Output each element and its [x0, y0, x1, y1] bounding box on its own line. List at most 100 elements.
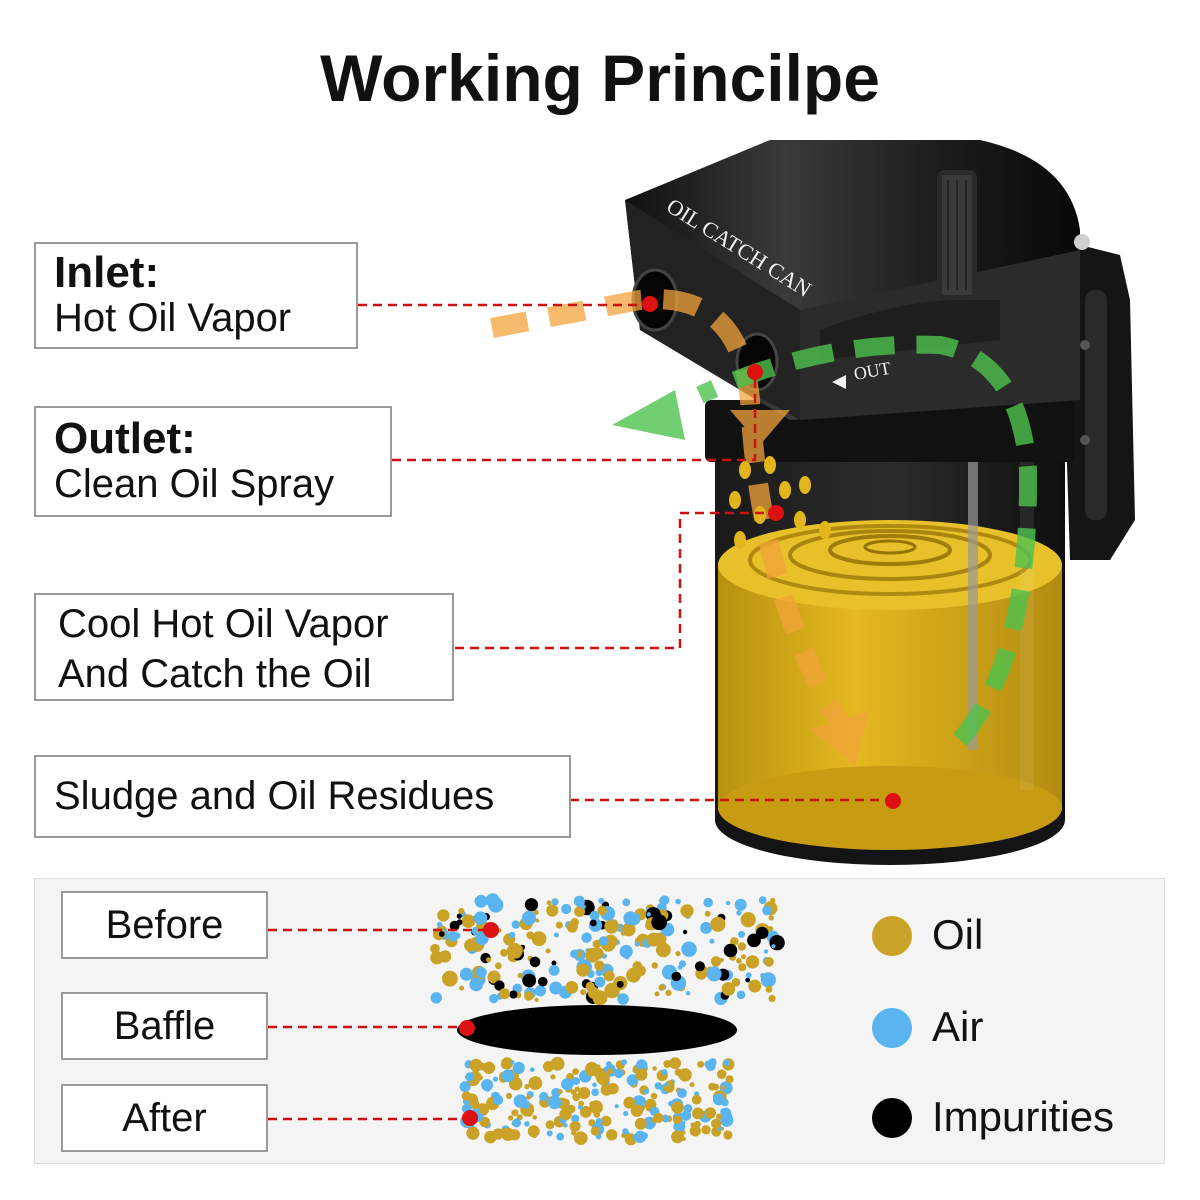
particle: [546, 904, 559, 917]
particle: [456, 913, 462, 919]
outlet-heading: Outlet:: [54, 414, 196, 463]
particle: [604, 919, 619, 934]
particle: [534, 985, 547, 997]
particle: [664, 1082, 669, 1087]
particle: [500, 948, 508, 957]
particle: [763, 949, 769, 954]
particle: [671, 971, 682, 982]
particle: [636, 1059, 648, 1071]
particle: [621, 1059, 627, 1065]
particle: [531, 931, 547, 946]
particle: [572, 1077, 580, 1086]
particle: [555, 921, 563, 929]
particle: [459, 985, 465, 991]
particle: [681, 941, 697, 957]
particle: [607, 1068, 614, 1075]
particle: [669, 1057, 682, 1070]
particle: [598, 1078, 603, 1084]
particle: [597, 905, 607, 916]
particle: [598, 897, 605, 904]
particle: [484, 1130, 497, 1144]
particle: [510, 1060, 515, 1065]
particle: [663, 1060, 672, 1068]
particle: [598, 936, 609, 946]
particle: [682, 929, 688, 935]
particle: [680, 904, 694, 918]
particle: [720, 1085, 725, 1090]
particle: [549, 981, 563, 995]
particle: [685, 991, 691, 996]
particle: [572, 1068, 579, 1075]
leader-lines: [358, 303, 893, 802]
particle: [479, 1107, 486, 1114]
particle: [600, 1115, 612, 1127]
particles-before: [430, 893, 785, 1006]
legend-impurities-label: Impurities: [932, 1093, 1115, 1140]
particle: [675, 898, 681, 905]
particle: [704, 910, 711, 917]
particle: [616, 980, 624, 988]
particle: [511, 1109, 518, 1117]
stage-leader-lines: [268, 928, 490, 1121]
outlet-description: Clean Oil Spray: [54, 462, 335, 506]
particle: [710, 916, 726, 932]
particle: [731, 978, 741, 987]
particle: [508, 1115, 514, 1121]
particle: [570, 949, 579, 958]
page-title: Working Princilpe: [320, 41, 880, 115]
particle: [442, 970, 458, 987]
particle: [551, 960, 557, 966]
particle: [524, 1121, 530, 1127]
particle: [769, 935, 785, 951]
particle: [736, 990, 746, 1000]
particle: [734, 898, 747, 911]
particle: [723, 943, 738, 958]
particle: [622, 1128, 629, 1135]
particle: [614, 1068, 623, 1077]
particle: [689, 1125, 701, 1137]
particle: [509, 990, 518, 999]
particle: [653, 1112, 664, 1123]
particle: [448, 931, 457, 940]
particle: [466, 1126, 480, 1140]
particle: [585, 952, 591, 958]
particle: [606, 1061, 612, 1067]
particle: [723, 1059, 731, 1066]
particle: [511, 920, 521, 929]
particle: [630, 1104, 644, 1117]
particle: [532, 1115, 537, 1120]
particle: [634, 941, 640, 947]
particle: [661, 1069, 668, 1076]
particle: [492, 1076, 499, 1082]
particle: [545, 1120, 555, 1130]
legend-oil-label: Oil: [932, 911, 984, 958]
particle: [634, 1117, 647, 1130]
cooling-line-1: Cool Hot Oil Vapor: [58, 602, 389, 646]
particle: [558, 1089, 563, 1094]
particle: [563, 1122, 568, 1128]
particle: [565, 981, 579, 994]
particle: [704, 1107, 717, 1119]
particle: [600, 1083, 613, 1096]
particle: [547, 1095, 562, 1110]
particle: [768, 994, 776, 1003]
particle: [681, 1110, 692, 1121]
particle: [430, 992, 442, 1004]
particle: [508, 931, 516, 939]
out-arrow-icon: [832, 375, 846, 389]
particle: [498, 988, 510, 1000]
particle: [627, 912, 641, 926]
particle: [527, 1125, 540, 1138]
particle: [740, 912, 756, 928]
particle: [747, 933, 761, 948]
stage-baffle: Baffle: [61, 992, 268, 1060]
particle: [459, 967, 473, 981]
oil-droplets: [729, 456, 831, 549]
particle: [651, 914, 668, 931]
particle: [596, 1071, 610, 1085]
particle: [524, 991, 534, 1001]
particle: [578, 1087, 591, 1100]
particle: [530, 1067, 535, 1072]
outlet-label: Outlet: Clean Oil Spray: [34, 406, 392, 517]
particle: [623, 1110, 629, 1117]
